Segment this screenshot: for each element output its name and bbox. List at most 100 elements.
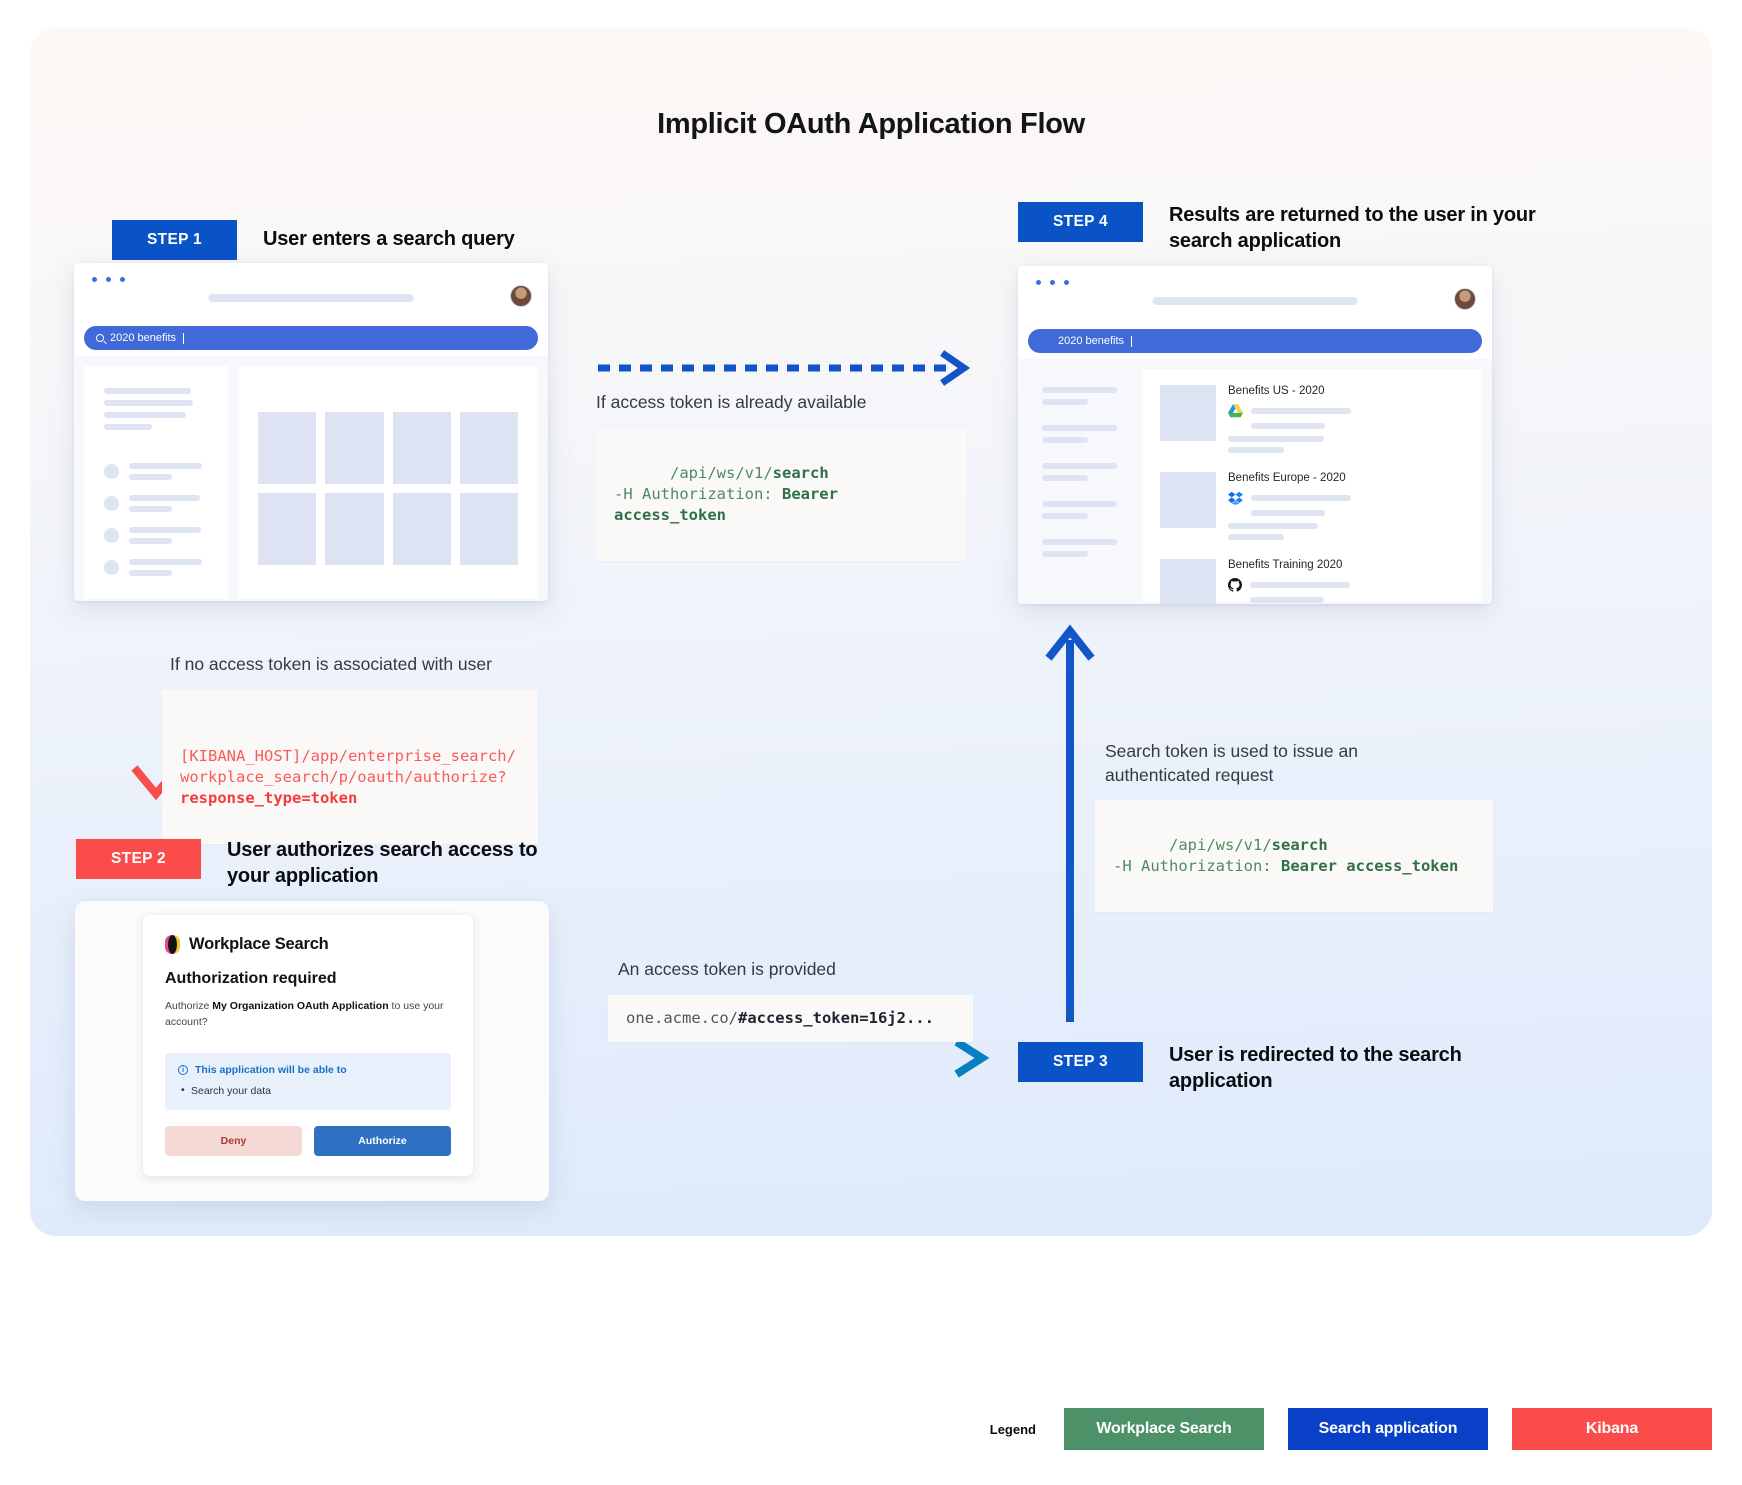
step-3-label: User is redirected to the search applica… xyxy=(1169,1044,1462,1093)
result-tile[interactable] xyxy=(258,493,317,565)
facet-pane xyxy=(1028,369,1132,602)
code-right-line-1-bold: search xyxy=(1271,836,1328,855)
browser-window-step4: 2020 benefits xyxy=(1018,266,1492,604)
step-2-header: STEP 2 User authorizes search access to … xyxy=(76,831,557,890)
step-4-header: STEP 4 Results are returned to the user … xyxy=(1018,196,1539,255)
search-input[interactable]: 2020 benefits xyxy=(1028,329,1482,353)
facet-item[interactable] xyxy=(104,559,208,576)
redirect-host: one.acme.co/ xyxy=(626,1009,738,1027)
facet-item[interactable] xyxy=(104,527,208,544)
permissions-heading: This application will be able to xyxy=(195,1063,347,1076)
result-tile[interactable] xyxy=(392,493,451,565)
step-1-header: STEP 1 User enters a search query xyxy=(112,220,593,260)
step-2-chip: STEP 2 xyxy=(76,839,201,879)
code-search-api-right: /api/ws/v1/search -H Authorization: Bear… xyxy=(1095,800,1493,913)
auth-heading: Authorization required xyxy=(165,970,337,987)
result-tile[interactable] xyxy=(459,493,518,565)
redirect-fragment: #access_token=16j2... xyxy=(737,1009,934,1027)
step-4-chip: STEP 4 xyxy=(1018,202,1143,242)
browser-chrome-bar xyxy=(74,263,548,326)
annotation-token-provided: An access token is provided xyxy=(618,959,836,979)
code-redirect-url: one.acme.co/#access_token=16j2... xyxy=(608,995,973,1043)
search-input[interactable]: 2020 benefits xyxy=(84,326,538,350)
result-tile[interactable] xyxy=(325,493,384,565)
search-query-text: 2020 benefits xyxy=(110,332,177,344)
auth-app-name: My Organization OAuth Application xyxy=(212,1000,389,1012)
permissions-box: i This application will be able to Searc… xyxy=(165,1052,451,1110)
auth-body-text: Authorize My Organization OAuth Applicat… xyxy=(165,999,451,1031)
code-line-2-bold: Bearer access_token xyxy=(614,485,848,525)
result-thumbnail xyxy=(1160,472,1216,528)
result-title: Benefits Training 2020 xyxy=(1228,559,1343,571)
authorize-button[interactable]: Authorize xyxy=(314,1125,451,1156)
facet-item[interactable] xyxy=(104,495,208,512)
code-url-line-2: workplace_search/p/oauth/authorize? xyxy=(180,768,507,787)
authorization-dialog: Workplace Search Authorization required … xyxy=(143,915,473,1176)
legend: Legend Workplace Search Search applicati… xyxy=(0,1408,1742,1450)
auth-body-prefix: Authorize xyxy=(165,1000,213,1012)
result-tile-grid xyxy=(238,366,538,599)
search-results-area: Benefits US - 2020 xyxy=(1018,359,1492,604)
result-title: Benefits US - 2020 xyxy=(1228,385,1325,397)
result-tile[interactable] xyxy=(325,412,384,484)
code-line-1-bold: search xyxy=(772,464,829,483)
code-url-line-3: response_type=token xyxy=(180,789,358,808)
avatar[interactable] xyxy=(510,285,532,307)
search-results-area xyxy=(74,356,548,601)
code-line-2-plain: -H Authorization: xyxy=(614,485,782,504)
facet-item[interactable] xyxy=(104,463,208,480)
result-item[interactable]: Benefits Training 2020 xyxy=(1160,559,1468,604)
step-1-label: User enters a search query xyxy=(263,228,515,250)
result-tile[interactable] xyxy=(258,412,317,484)
result-thumbnail xyxy=(1160,385,1216,441)
annotation-token-available: If access token is already available xyxy=(596,392,867,412)
avatar[interactable] xyxy=(1454,288,1476,310)
auth-body-suffix: to use your account? xyxy=(165,1000,444,1028)
facet-pane xyxy=(84,366,228,599)
result-tile[interactable] xyxy=(459,412,518,484)
dropbox-icon xyxy=(1228,491,1243,505)
result-item[interactable]: Benefits Europe - 2020 xyxy=(1160,472,1468,540)
page-title: Implicit OAuth Application Flow xyxy=(657,108,1085,140)
authorization-screen: Workplace Search Authorization required … xyxy=(75,901,549,1201)
browser-chrome-bar xyxy=(1018,266,1492,329)
annotation-no-token: If no access token is associated with us… xyxy=(170,654,492,674)
github-icon xyxy=(1228,578,1242,592)
workplace-search-logo-icon xyxy=(165,935,180,954)
step-3-chip: STEP 3 xyxy=(1018,1042,1143,1082)
google-drive-icon xyxy=(1228,404,1243,418)
arrow-authenticated-request xyxy=(1045,624,1095,1022)
permission-item: Search your data xyxy=(178,1084,438,1097)
code-search-api-top: /api/ws/v1/search -H Authorization: Bear… xyxy=(596,428,966,562)
code-right-line-1-plain: /api/ws/v1/ xyxy=(1169,836,1272,855)
brand-name: Workplace Search xyxy=(189,935,329,953)
url-bar-placeholder[interactable] xyxy=(1152,297,1358,305)
deny-button[interactable]: Deny xyxy=(165,1125,302,1156)
code-right-line-2-plain: -H Authorization: xyxy=(1113,857,1281,876)
result-tile[interactable] xyxy=(392,412,451,484)
search-icon xyxy=(96,334,104,342)
code-right-line-2-bold: Bearer access_token xyxy=(1280,857,1459,876)
step-3-header: STEP 3 User is redirected to the search … xyxy=(1018,1036,1509,1095)
step-2-label: User authorizes search access to your ap… xyxy=(227,839,538,888)
window-dots-icon xyxy=(92,277,125,282)
code-authorize-url: [KIBANA_HOST]/app/enterprise_search/ wor… xyxy=(162,690,538,845)
url-bar-placeholder[interactable] xyxy=(208,294,414,302)
step-4-label: Results are returned to the user in your… xyxy=(1169,204,1536,253)
legend-label: Legend xyxy=(989,1421,1036,1437)
arrow-token-provided xyxy=(598,1038,990,1078)
info-icon: i xyxy=(178,1064,188,1075)
code-line-1-plain: /api/ws/v1/ xyxy=(670,464,773,483)
result-list: Benefits US - 2020 xyxy=(1142,369,1482,604)
result-title: Benefits Europe - 2020 xyxy=(1228,472,1346,484)
legend-item-kibana: Kibana xyxy=(1512,1408,1712,1450)
code-url-line-1: [KIBANA_HOST]/app/enterprise_search/ xyxy=(180,747,516,766)
search-query-text: 2020 benefits xyxy=(1058,335,1125,347)
result-thumbnail xyxy=(1160,559,1216,604)
result-item[interactable]: Benefits US - 2020 xyxy=(1160,385,1468,453)
legend-item-search-application: Search application xyxy=(1288,1408,1488,1450)
auth-actions: Deny Authorize xyxy=(165,1125,451,1156)
arrow-token-available xyxy=(598,350,971,386)
step-1-chip: STEP 1 xyxy=(112,220,237,260)
